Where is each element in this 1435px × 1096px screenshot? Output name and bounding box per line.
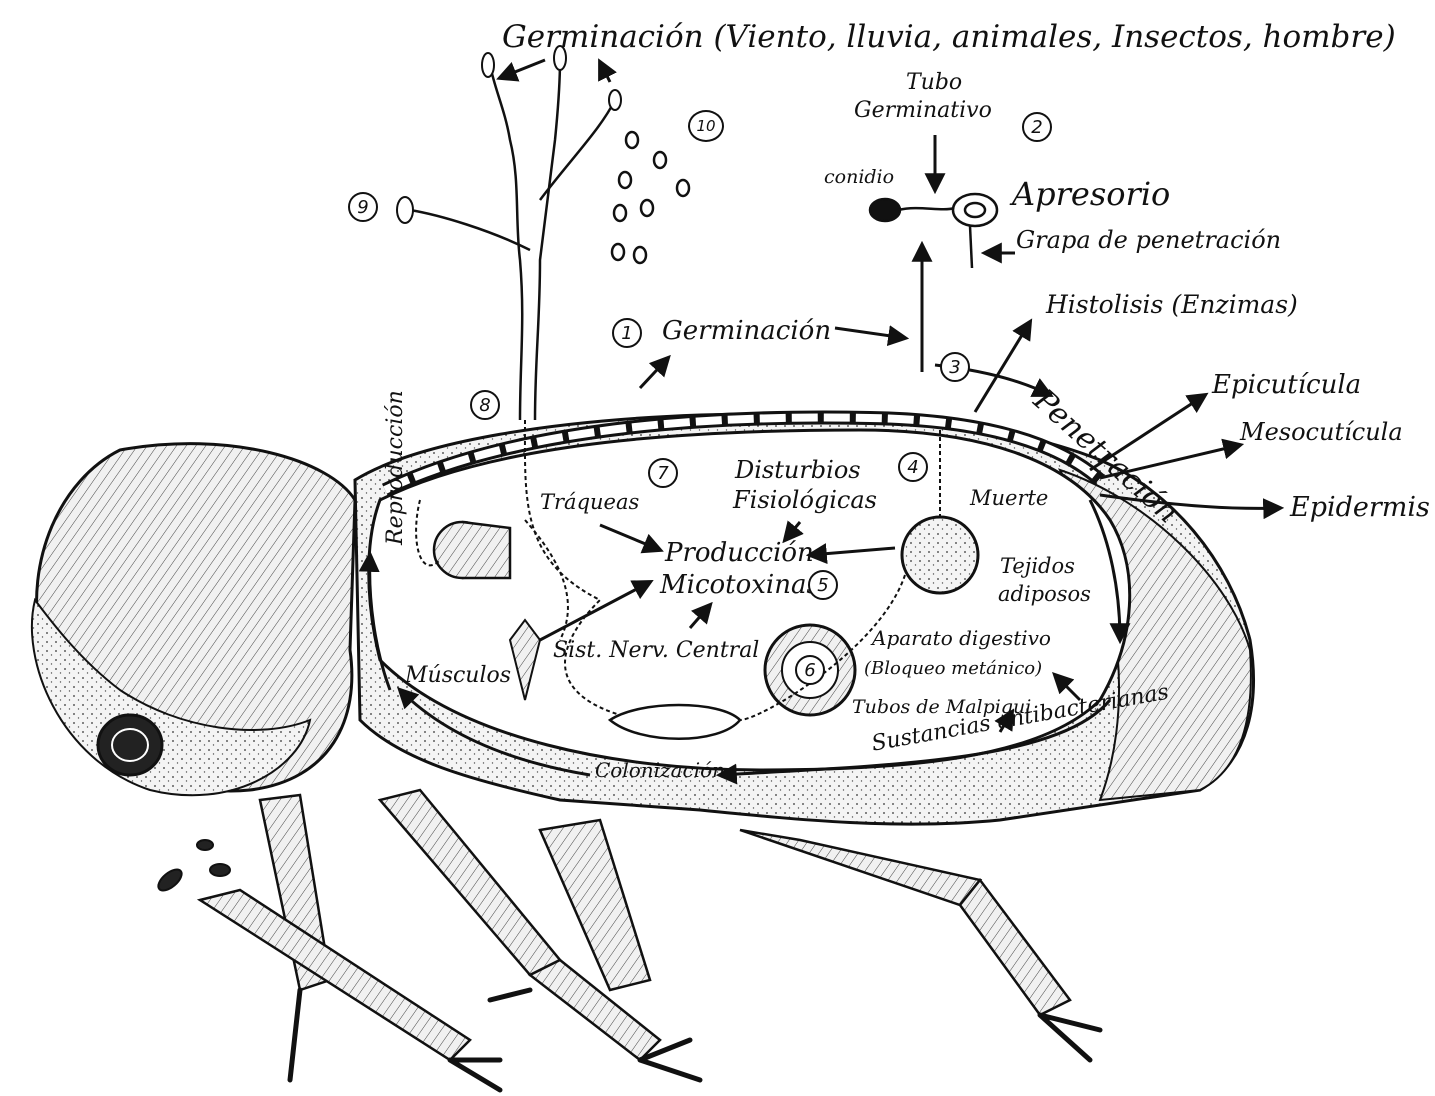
label-sist-nerv-central: Sist. Nerv. Central [553,640,759,662]
label-germinacion-dispersion: Germinación (Viento, lluvia, animales, I… [502,22,1396,53]
conidiophore [410,60,615,420]
trachea-organ [434,522,510,578]
label-aparato-digestivo: Aparato digestivo [872,628,1051,648]
step-number-1: 1 [612,318,642,348]
fat-body [902,517,978,593]
step-number-8: 8 [470,390,500,420]
label-germinacion-1: Germinación [662,318,831,344]
step-number-5: 5 [808,570,838,600]
compound-eye [98,715,162,775]
step-number-10: 10 [688,110,724,142]
label-traqueas: Tráqueas [540,492,639,513]
label-epidermis: Epidermis [1290,494,1430,521]
apresorio-drawing [870,194,997,268]
arrow-germinacion-up [640,358,668,388]
label-apresorio: Apresorio [1012,178,1170,210]
arrow-germinacion-right [835,328,905,338]
step-number-7: 7 [648,458,678,488]
label-reproduccion: Reproducción [385,390,407,545]
arrow-spore-left [500,60,545,78]
label-fisiologicas: Fisiológicas [733,488,877,512]
label-conidio: conidio [824,168,894,187]
label-musculos: Músculos [405,665,511,687]
label-histolisis: Histolisis (Enzimas) [1046,292,1298,317]
insect-legs [200,790,1070,1060]
conidia [612,132,689,263]
label-micotoxinas: Micotoxinas [660,572,820,598]
label-tejidos: Tejidos [1000,556,1075,577]
label-adiposos: adiposos [998,584,1091,605]
label-tubo: Tubo [906,72,962,94]
label-colonizacion: Colonización [595,760,725,780]
label-produccion: Producción [665,540,814,566]
step-number-6: 6 [795,655,825,685]
label-disturbios: Disturbios [735,458,861,482]
arrow-spore-right [600,62,610,82]
label-grapa: Grapa de penetración [1016,228,1281,252]
label-bloqueo: (Bloqueo metánico) [864,660,1042,678]
label-epicuticula: Epicutícula [1212,372,1361,398]
step-number-4: 4 [898,452,928,482]
step-number-2: 2 [1022,112,1052,142]
label-germinativo: Germinativo [854,100,992,122]
label-muerte: Muerte [970,488,1048,509]
arrow-histolisis [975,322,1030,412]
step-number-9: 9 [348,192,378,222]
label-mesocuticula: Mesocutícula [1240,420,1403,444]
antenna [155,840,230,894]
step-number-3: 3 [940,352,970,382]
